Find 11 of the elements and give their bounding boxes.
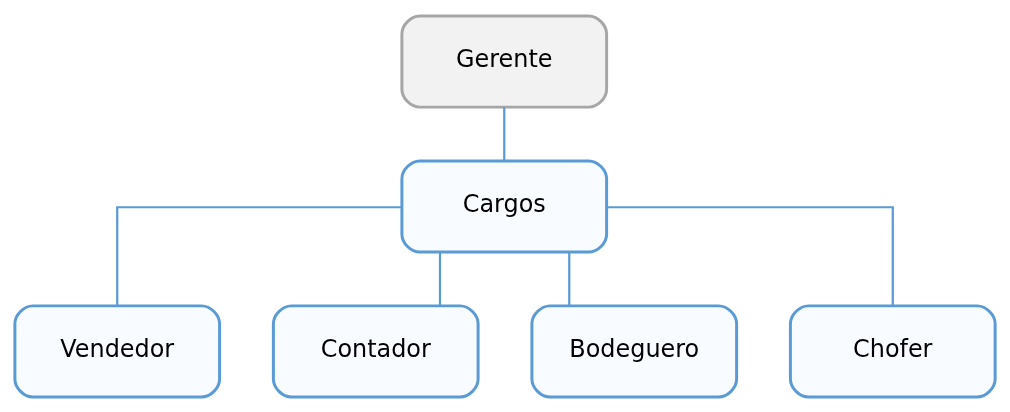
connector <box>438 251 442 305</box>
node-box: Chofer <box>788 303 997 398</box>
node-box: Vendedor <box>13 303 222 398</box>
node-box: Contador <box>271 303 480 398</box>
connector <box>568 251 571 305</box>
connector <box>116 205 402 306</box>
node-box: Cargos <box>400 158 609 254</box>
connector <box>503 106 506 160</box>
connector <box>606 205 894 306</box>
node-box: Gerente <box>400 14 609 109</box>
node-box: Bodeguero <box>530 303 739 398</box>
